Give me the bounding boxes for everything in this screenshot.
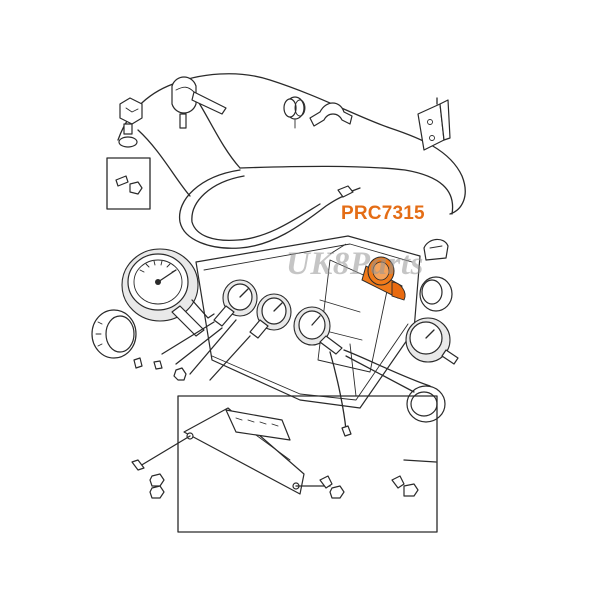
- warning-light-panel-box: [177, 395, 438, 533]
- leader-bezel-ring: [345, 355, 415, 393]
- bulb-holders-bottom: [319, 475, 419, 499]
- wire-centre: [329, 351, 347, 431]
- gauge-small-2: [249, 293, 292, 339]
- speedometer-inner-cable: [178, 169, 345, 249]
- gauge-bezel-right: [419, 276, 453, 312]
- bulb-connectors-left: [133, 357, 187, 381]
- cable-tie-strap: [171, 76, 227, 129]
- retaining-clip-right: [423, 238, 449, 261]
- bulb-centre: [341, 425, 352, 437]
- part-number-callout: PRC7315: [341, 203, 425, 224]
- watermark-text: UK8Parts: [286, 246, 424, 282]
- gauge-small-1: [213, 279, 258, 327]
- highlighted-part-prc7315: [361, 256, 406, 301]
- cable-grommet: [283, 96, 306, 129]
- bezel-ring-bottom-right: [406, 385, 446, 423]
- cable-end-fitting: [337, 185, 361, 198]
- speedometer-gauge: [121, 248, 215, 337]
- screw-nut-left: [131, 459, 165, 499]
- speedometer-bezel: [91, 309, 137, 359]
- gauge-wiring: [161, 319, 251, 381]
- saddle-clip: [309, 102, 353, 127]
- callout-leader-line: [329, 243, 347, 255]
- mounting-bracket: [417, 97, 451, 151]
- gauge-right: [405, 317, 459, 365]
- speedometer-cable-outer-loop: [117, 73, 466, 215]
- cable-clip-top-left: [118, 97, 143, 148]
- leader-bezel-ring-2: [343, 349, 431, 387]
- bulb-inset-box: [106, 157, 151, 210]
- gauge-small-3: [293, 306, 343, 355]
